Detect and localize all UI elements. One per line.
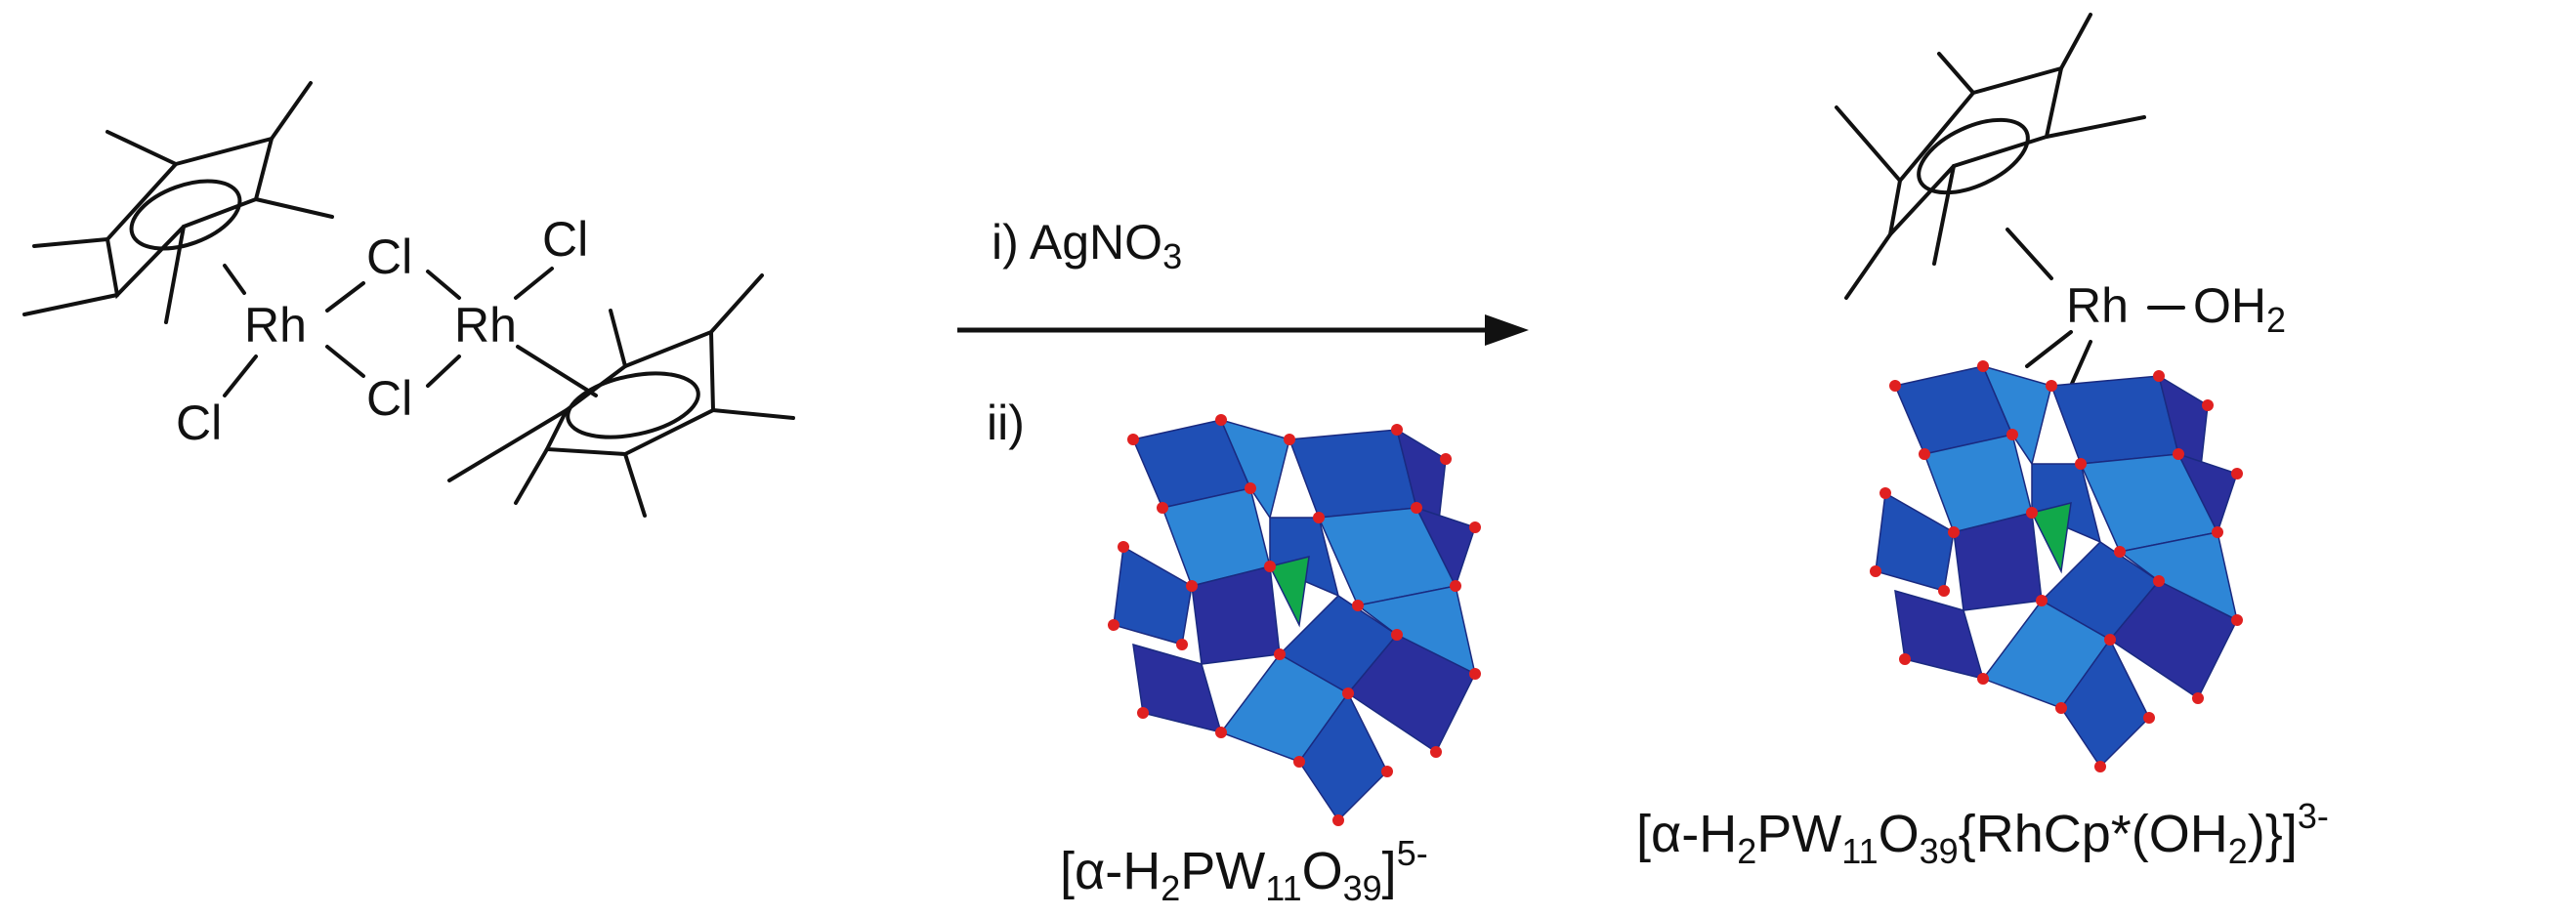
oxygen-atom-b-26 (2094, 761, 2106, 772)
oxygen-atom-a-5 (1157, 502, 1168, 514)
oxygen-atom-a-1 (1215, 414, 1227, 426)
rh-atom-right: Rh (454, 298, 517, 353)
polyoxometalate-cluster-reagent (1108, 414, 1481, 826)
oxygen-atom-b-22 (2104, 634, 2116, 646)
oxygen-atom-b-14 (2212, 526, 2223, 538)
oxygen-atom-b-19 (2231, 614, 2243, 626)
tungstate-octahedron-a-8 (1113, 545, 1193, 646)
product-rh-atom: Rh (2066, 278, 2129, 333)
oxygen-atom-b-4 (2202, 399, 2214, 411)
oxygen-atom-b-13 (2114, 546, 2126, 558)
oxygen-atom-a-2 (1284, 434, 1295, 445)
phosphate-tetrahedron-a-16 (1268, 556, 1310, 628)
reagent-formula-label: [α-H2PW11O39]5- (1060, 833, 1428, 908)
oxygen-atom-a-12 (1264, 561, 1276, 572)
oxygen-atom-a-19 (1469, 668, 1481, 680)
oxygen-atom-b-17 (2036, 595, 2048, 606)
cl-bridge-bottom: Cl (366, 371, 412, 426)
oxygen-atom-b-21 (1977, 673, 1989, 685)
oxygen-atom-a-17 (1274, 648, 1286, 660)
oxygen-atom-a-11 (1186, 580, 1198, 592)
oxygen-atom-a-25 (1381, 766, 1393, 777)
aqua-ligand: OH2 (2193, 278, 2286, 340)
oxygen-atom-b-8 (2173, 448, 2184, 460)
oxygen-atom-a-8 (1411, 502, 1422, 514)
oxygen-atom-a-20 (1137, 707, 1149, 719)
oxygen-atom-a-4 (1440, 453, 1452, 465)
condition-step-1: i) AgNO3 (992, 215, 1182, 276)
product-cp-star-ring (1835, 13, 2146, 300)
oxygen-atom-a-21 (1215, 727, 1227, 738)
tungstate-octahedron-b-8 (1875, 491, 1955, 592)
product-formula-label: [α-H2PW11O39{RhCp*(OH2)}]3- (1636, 796, 2329, 871)
oxygen-atom-b-7 (2075, 458, 2087, 470)
cp-star-ring-2 (447, 273, 795, 518)
tungstate-octahedron-a-2 (1288, 429, 1417, 519)
oxygen-atom-b-10 (1879, 487, 1891, 499)
oxygen-atom-b-24 (2055, 702, 2067, 714)
oxygen-atom-a-10 (1118, 541, 1129, 553)
oxygen-atom-a-26 (1332, 814, 1344, 826)
oxygen-atom-a-23 (1430, 746, 1442, 758)
phosphate-tetrahedron-b-16 (2030, 502, 2072, 574)
polyoxometalate-cluster-product (1870, 360, 2243, 772)
oxygen-atom-b-16 (1938, 585, 1950, 597)
oxygen-atom-b-11 (1948, 526, 1960, 538)
rh-dimer-reactant: Rh Rh Cl Cl Cl Cl (22, 81, 795, 518)
cl-terminal-left: Cl (176, 396, 222, 450)
oxygen-atom-b-12 (2026, 507, 2038, 519)
oxygen-atom-a-6 (1245, 482, 1256, 494)
oxygen-atom-b-3 (2153, 370, 2165, 382)
reaction-arrow-group: i) AgNO3 ii) (957, 215, 1529, 450)
oxygen-atom-a-24 (1293, 756, 1305, 768)
oxygen-atom-a-3 (1391, 424, 1403, 436)
condition-step-2: ii) (987, 396, 1025, 450)
tungstate-octahedron-b-2 (2049, 375, 2179, 465)
cp-star-ring-1 (22, 81, 334, 324)
oxygen-atom-b-5 (1919, 448, 1930, 460)
tungstate-octahedron-a-7 (1415, 506, 1476, 588)
oxygen-atom-b-1 (1977, 360, 1989, 372)
oxygen-atom-b-20 (1899, 653, 1911, 665)
oxygen-atom-a-22 (1342, 688, 1354, 699)
oxygen-atom-a-14 (1450, 580, 1461, 592)
cl-terminal-right: Cl (542, 212, 588, 267)
arrow-head (1485, 314, 1529, 346)
oxygen-atom-b-15 (1870, 565, 1881, 577)
oxygen-atom-b-0 (1889, 380, 1901, 392)
oxygen-atom-b-23 (2192, 692, 2204, 704)
oxygen-atom-b-2 (2046, 380, 2057, 392)
oxygen-atom-a-7 (1313, 512, 1325, 523)
oxygen-atom-a-16 (1176, 639, 1188, 650)
oxygen-atom-b-25 (2143, 712, 2155, 724)
product-complex: Rh OH2 (1835, 13, 2286, 388)
rh-atom-left: Rh (244, 298, 307, 353)
oxygen-atom-a-15 (1108, 619, 1119, 631)
oxygen-atom-b-18 (2153, 575, 2165, 587)
oxygen-atom-a-13 (1352, 600, 1364, 611)
oxygen-atom-a-0 (1127, 434, 1139, 445)
tungstate-octahedron-b-7 (2176, 452, 2238, 534)
oxygen-atom-a-9 (1469, 521, 1481, 533)
oxygen-atom-b-9 (2231, 468, 2243, 479)
oxygen-atom-b-6 (2006, 429, 2018, 440)
oxygen-atom-a-18 (1391, 629, 1403, 641)
cl-bridge-top: Cl (366, 229, 412, 284)
